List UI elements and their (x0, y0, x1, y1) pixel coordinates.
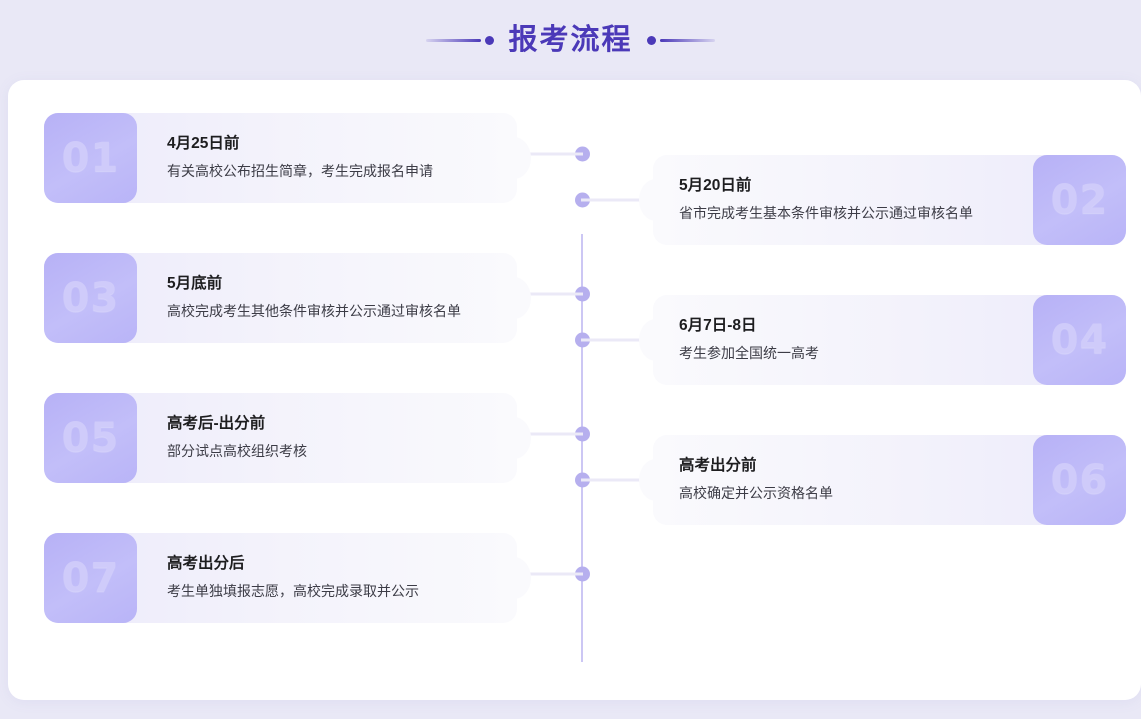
left-decoration-icon (426, 35, 495, 45)
step-description: 省市完成考生基本条件审核并公示通过审核名单 (679, 205, 973, 222)
step-number-badge: 04 (1033, 295, 1126, 385)
step-number: 07 (61, 555, 120, 601)
step-number-badge: 01 (44, 113, 137, 203)
step-description: 高校完成考生其他条件审核并公示通过审核名单 (167, 303, 461, 320)
step-number-badge: 03 (44, 253, 137, 343)
step-title: 5月底前 (167, 275, 223, 293)
step-description: 部分试点高校组织考核 (167, 443, 307, 460)
deco-dot-left (485, 35, 495, 45)
timeline-card-02[interactable]: 5月20日前省市完成考生基本条件审核并公示通过审核名单 02 (639, 155, 1126, 245)
step-number: 02 (1050, 177, 1109, 223)
timeline-card-06[interactable]: 高考出分前高校确定并公示资格名单 06 (639, 435, 1126, 525)
deco-line-right (659, 38, 715, 42)
step-description: 考生参加全国统一高考 (679, 345, 819, 362)
step-number: 06 (1050, 457, 1109, 503)
step-description: 考生单独填报志愿，高校完成录取并公示 (167, 583, 419, 600)
timeline-connector-06 (581, 478, 659, 482)
step-number: 04 (1050, 317, 1109, 363)
card-body: 4月25日前有关高校公布招生简章，考生完成报名申请 (137, 113, 517, 203)
card-body: 6月7日-8日考生参加全国统一高考 (653, 295, 1033, 385)
step-description: 高校确定并公示资格名单 (679, 485, 833, 502)
card-body: 高考出分前高校确定并公示资格名单 (653, 435, 1033, 525)
step-number-badge: 02 (1033, 155, 1126, 245)
timeline-card-07[interactable]: 07 高考出分后考生单独填报志愿，高校完成录取并公示 (44, 533, 531, 623)
page-title: 报考流程 (508, 23, 633, 56)
timeline-card-01[interactable]: 01 4月25日前有关高校公布招生简章，考生完成报名申请 (44, 113, 531, 203)
card-connector-bump (497, 557, 531, 599)
step-number: 03 (61, 275, 120, 321)
step-number-badge: 05 (44, 393, 137, 483)
step-title: 4月25日前 (167, 135, 240, 153)
right-decoration-icon (646, 35, 715, 45)
timeline-card-04[interactable]: 6月7日-8日考生参加全国统一高考 04 (639, 295, 1126, 385)
step-number: 01 (61, 135, 120, 181)
step-title: 6月7日-8日 (679, 317, 757, 335)
deco-line-left (426, 38, 482, 42)
page-header: 报考流程 (0, 0, 1141, 80)
timeline-connector-01 (513, 152, 583, 156)
timeline-connector-04 (581, 338, 659, 342)
timeline-card-03[interactable]: 03 5月底前高校完成考生其他条件审核并公示通过审核名单 (44, 253, 531, 343)
step-description: 有关高校公布招生简章，考生完成报名申请 (167, 163, 433, 180)
card-body: 高考出分后考生单独填报志愿，高校完成录取并公示 (137, 533, 517, 623)
card-connector-bump (497, 137, 531, 179)
timeline-card-05[interactable]: 05 高考后-出分前部分试点高校组织考核 (44, 393, 531, 483)
deco-dot-right (646, 35, 656, 45)
card-body: 高考后-出分前部分试点高校组织考核 (137, 393, 517, 483)
step-title: 高考出分前 (679, 457, 757, 475)
step-title: 高考后-出分前 (167, 415, 266, 433)
card-body: 5月底前高校完成考生其他条件审核并公示通过审核名单 (137, 253, 517, 343)
card-connector-bump (497, 277, 531, 319)
step-title: 高考出分后 (167, 555, 245, 573)
card-connector-bump (497, 417, 531, 459)
step-number: 05 (61, 415, 120, 461)
timeline-connector-02 (581, 198, 659, 202)
step-number-badge: 06 (1033, 435, 1126, 525)
timeline-panel: 01 4月25日前有关高校公布招生简章，考生完成报名申请 5月20日前省市完成考生基… (8, 80, 1141, 700)
timeline-connector-05 (513, 432, 583, 436)
step-number-badge: 07 (44, 533, 137, 623)
card-connector-bump (639, 179, 673, 221)
card-connector-bump (639, 459, 673, 501)
timeline-spine (581, 234, 583, 662)
step-title: 5月20日前 (679, 177, 752, 195)
timeline-connector-03 (513, 292, 583, 296)
card-connector-bump (639, 319, 673, 361)
card-body: 5月20日前省市完成考生基本条件审核并公示通过审核名单 (653, 155, 1033, 245)
timeline-connector-07 (513, 572, 583, 576)
